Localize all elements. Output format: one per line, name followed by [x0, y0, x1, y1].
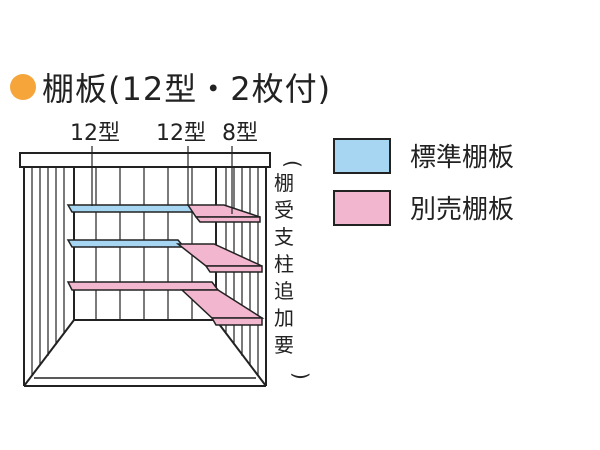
standard-shelf-top: [66, 204, 196, 213]
legend-swatch-extra: [333, 190, 391, 226]
side-note-char-5: 追: [274, 279, 294, 303]
side-note-char-7: 要: [274, 333, 294, 357]
side-note-char-4: 柱: [274, 252, 294, 276]
title-row: 棚板(12型・2枚付): [10, 64, 331, 110]
legend-label-standard: 標準棚板: [410, 143, 514, 173]
extra-shelf-bottom-back: [66, 281, 220, 291]
side-note-char-1: 棚: [274, 171, 294, 195]
page-title: 棚板(12型・2枚付): [42, 70, 332, 108]
side-note-open: (: [281, 160, 305, 168]
type-label-left: 12型: [70, 121, 120, 146]
extra-shelves: [66, 204, 265, 326]
side-note-char-2: 受: [274, 198, 294, 222]
side-note-close: ): [289, 372, 313, 380]
extra-shelf-top-right: [186, 204, 261, 218]
side-note-char-6: 加: [274, 306, 294, 330]
extra-shelf-bottom-right-edge: [210, 317, 263, 326]
legend: 標準棚板 別売棚板: [333, 138, 514, 226]
standard-shelf-middle: [66, 239, 186, 248]
roof-panel: [19, 152, 271, 168]
legend-swatch-standard: [333, 138, 391, 174]
type-label-right: 8型: [222, 121, 258, 146]
type-label-center: 12型: [156, 121, 206, 146]
extra-shelf-middle-right-edge: [204, 265, 263, 273]
leader-lines: [91, 146, 233, 214]
legend-label-extra: 別売棚板: [410, 195, 514, 225]
extra-shelf-top-right-edge: [194, 216, 261, 223]
side-note-char-3: 支: [274, 225, 294, 249]
orange-bullet-icon: [10, 74, 36, 100]
standard-shelves: [66, 204, 196, 248]
